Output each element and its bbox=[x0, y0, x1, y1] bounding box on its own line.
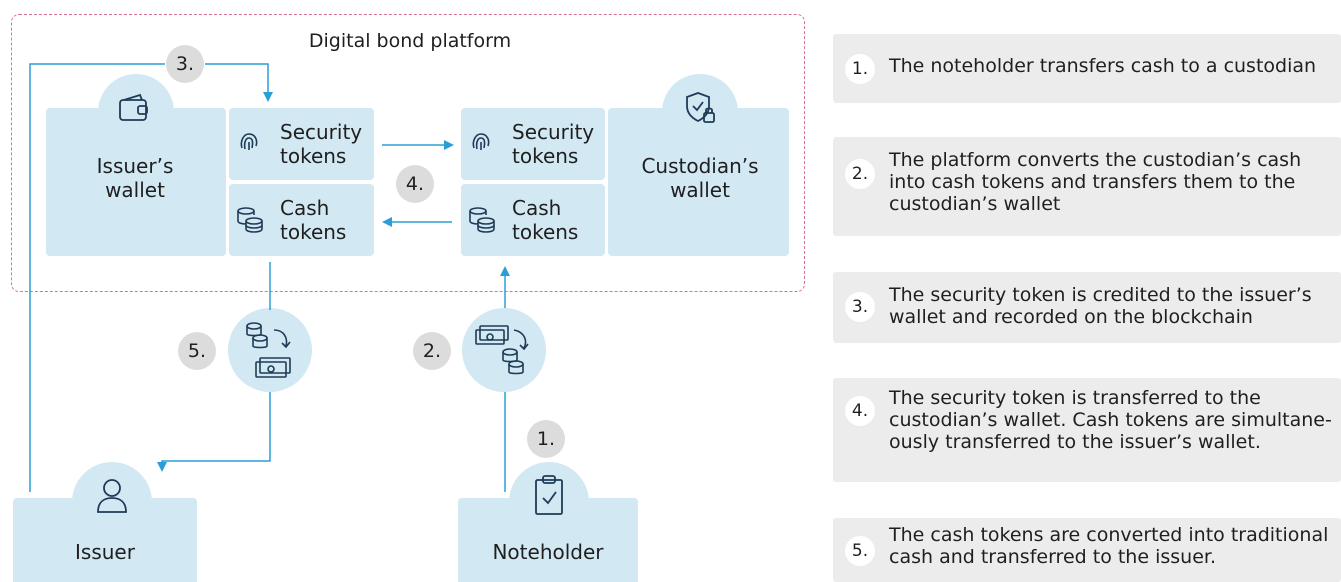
issuer-wallet-box bbox=[46, 108, 226, 256]
fingerprint-icon bbox=[467, 128, 495, 156]
issuer-label: Issuer bbox=[75, 540, 135, 564]
noteholder-box bbox=[458, 498, 638, 582]
step-number: 1. bbox=[845, 54, 875, 84]
step-number: 5. bbox=[845, 536, 875, 566]
step-text: The cash tokens are converted into tradi… bbox=[889, 524, 1329, 568]
coins-to-cash-icon bbox=[244, 320, 300, 380]
badge-step-3: 3. bbox=[166, 45, 204, 83]
flow-connectors bbox=[29, 63, 510, 492]
person-icon bbox=[94, 476, 130, 516]
badge-step-1: 1. bbox=[527, 420, 565, 458]
issuer-security-tokens-label: Security tokens bbox=[280, 120, 363, 168]
arrow-conversion-to-issuer bbox=[157, 392, 271, 472]
step-item-1: 1. The noteholder transfers cash to a cu… bbox=[833, 34, 1341, 103]
coins-icon bbox=[235, 204, 265, 234]
custodian-wallet-label: Custodian’s wallet bbox=[641, 154, 759, 202]
custodian-wallet-box bbox=[608, 108, 789, 256]
step-item-4: 4. The security token is transferred to … bbox=[833, 378, 1341, 482]
step-item-3: 3. The security token is credited to the… bbox=[833, 272, 1341, 343]
connector-issuer-to-top bbox=[29, 63, 165, 492]
issuer-wallet-label: Issuer’s wallet bbox=[96, 154, 174, 202]
badge-step-4: 4. bbox=[396, 165, 434, 203]
step-text: The platform converts the custodian’s ca… bbox=[889, 149, 1302, 215]
arrow-to-issuer-security-tokens bbox=[205, 63, 273, 102]
cash-conversion-circle-issuer bbox=[228, 308, 312, 392]
step-text: The security token is transferred to the… bbox=[889, 387, 1332, 453]
custodian-security-tokens-label: Security tokens bbox=[512, 120, 595, 168]
platform-title: Digital bond platform bbox=[308, 30, 512, 52]
fingerprint-icon bbox=[235, 128, 263, 156]
platform-boundary bbox=[11, 14, 805, 292]
coins-icon bbox=[467, 204, 497, 234]
badge-step-2: 2. bbox=[413, 332, 451, 370]
issuer-cash-tokens-label: Cash tokens bbox=[280, 196, 347, 244]
shield-lock-icon bbox=[682, 90, 718, 126]
cash-to-coins-icon bbox=[474, 320, 534, 380]
step-number: 3. bbox=[845, 292, 875, 322]
issuer-cash-tokens-box bbox=[229, 184, 374, 256]
badge-step-5: 5. bbox=[178, 332, 216, 370]
step-number: 2. bbox=[845, 159, 875, 189]
custodian-cash-tokens-label: Cash tokens bbox=[512, 196, 579, 244]
custodian-cash-tokens-box bbox=[461, 184, 605, 256]
step-number: 4. bbox=[845, 396, 875, 426]
step-item-2: 2. The platform converts the custodian’s… bbox=[833, 137, 1341, 236]
step-text: The noteholder transfers cash to a custo… bbox=[889, 55, 1317, 77]
step-item-5: 5. The cash tokens are converted into tr… bbox=[833, 518, 1341, 582]
clipboard-check-icon bbox=[532, 474, 566, 518]
step-text: The security token is credited to the is… bbox=[889, 284, 1312, 328]
wallet-icon bbox=[116, 92, 152, 126]
noteholder-label: Noteholder bbox=[492, 540, 604, 564]
